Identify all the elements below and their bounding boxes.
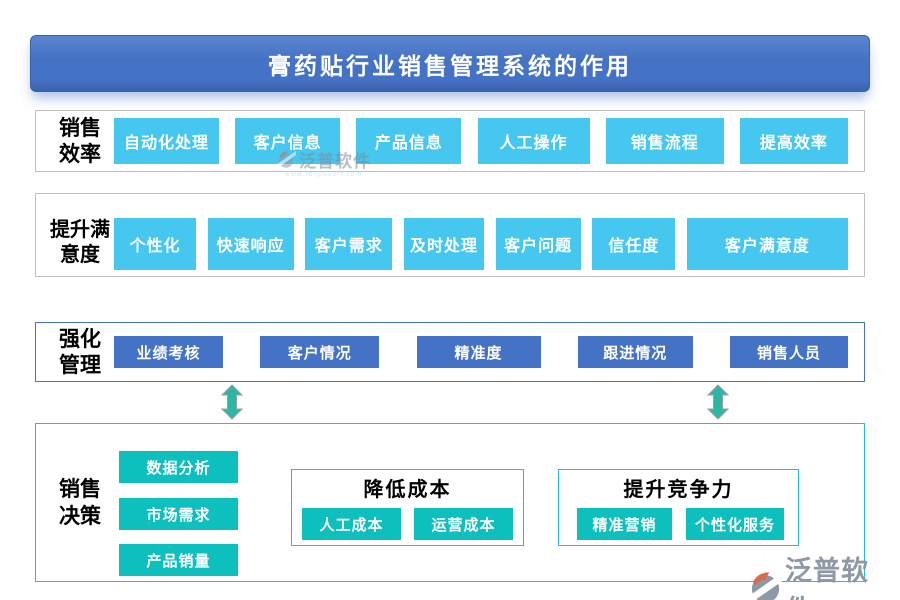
label-line: 效率 [59,141,101,166]
section-label-improve-satisfaction: 提升满 意度 [44,194,116,276]
feature-chip: 信任度 [592,218,676,270]
feature-chip: 客户需求 [305,218,393,270]
label-line: 管理 [59,352,101,377]
label-line: 销售 [59,114,101,140]
watermark-subtext: www.fanpusoft.com [284,171,363,178]
feature-chip: 提高效率 [739,118,848,164]
feature-chip: 人工成本 [302,508,401,540]
feature-chip: 产品信息 [356,118,462,164]
feature-chip: 客户问题 [495,218,581,270]
label-line: 提升满 [50,217,110,241]
feature-chip: 个性化 [114,218,196,270]
feature-chip: 及时处理 [403,218,484,270]
label-line: 销售 [59,476,101,502]
section-label-strengthen-management: 强化 管理 [44,323,116,381]
logo-text: 泛普软件 [785,556,870,600]
section-sales-efficiency: 销售 效率 自动化处理 客户信息 产品信息 人工操作 销售流程 提高效率 [35,110,865,172]
feature-chip: 销售流程 [605,118,724,164]
section-sales-decision: 销售 决策 数据分析 市场需求 产品销量 降低成本 人工成本 运营成本 提升竞争… [35,423,865,582]
feature-chip: 运营成本 [414,508,513,540]
feature-chip: 销售人员 [730,336,848,368]
feature-chip: 人工操作 [477,118,590,164]
feature-chip: 市场需求 [119,498,238,530]
page-title: 膏药贴行业销售管理系统的作用 [30,35,870,92]
group-competitiveness: 提升竞争力 精准营销 个性化服务 [558,469,799,546]
section-label-sales-efficiency: 销售 效率 [44,111,116,171]
chip-list: 精准营销 个性化服务 [559,502,798,540]
feature-chip: 业绩考核 [114,336,223,368]
feature-chip: 客户满意度 [686,218,848,270]
feature-chip: 产品销量 [119,544,238,576]
section-improve-satisfaction: 提升满 意度 个性化 快速响应 客户需求 及时处理 客户问题 信任度 客户满意度 [35,193,865,277]
label-line: 决策 [59,502,101,528]
chip-list: 自动化处理 客户信息 产品信息 人工操作 销售流程 提高效率 [114,111,848,171]
feature-chip: 自动化处理 [114,118,219,164]
feature-chip: 跟进情况 [577,336,693,368]
group-title: 提升竞争力 [623,477,734,501]
fanpu-logo: 泛普软件 www.fanpusoft.com [748,549,894,600]
double-arrow-icon [221,384,243,420]
label-line: 意度 [60,242,100,266]
double-arrow-icon [707,384,729,420]
chip-list: 个性化 快速响应 客户需求 及时处理 客户问题 信任度 客户满意度 [114,212,848,276]
section-strengthen-management: 强化 管理 业绩考核 客户情况 精准度 跟进情况 销售人员 [35,322,865,382]
feature-chip: 客户情况 [260,336,380,368]
group-reduce-cost: 降低成本 人工成本 运营成本 [291,469,524,546]
chip-list: 人工成本 运营成本 [292,502,523,540]
feature-chip: 精准度 [416,336,541,368]
feature-chip: 快速响应 [207,218,294,270]
feature-chip: 精准营销 [577,508,672,540]
feature-chip: 个性化服务 [686,508,784,540]
feature-chip: 数据分析 [119,451,238,483]
fanpu-logo-icon [748,572,784,600]
chip-list: 业绩考核 客户情况 精准度 跟进情况 销售人员 [114,323,848,381]
group-title: 降低成本 [363,477,452,501]
feature-chip: 客户信息 [235,118,341,164]
label-line: 强化 [59,325,101,351]
section-label-sales-decision: 销售 决策 [44,424,116,581]
